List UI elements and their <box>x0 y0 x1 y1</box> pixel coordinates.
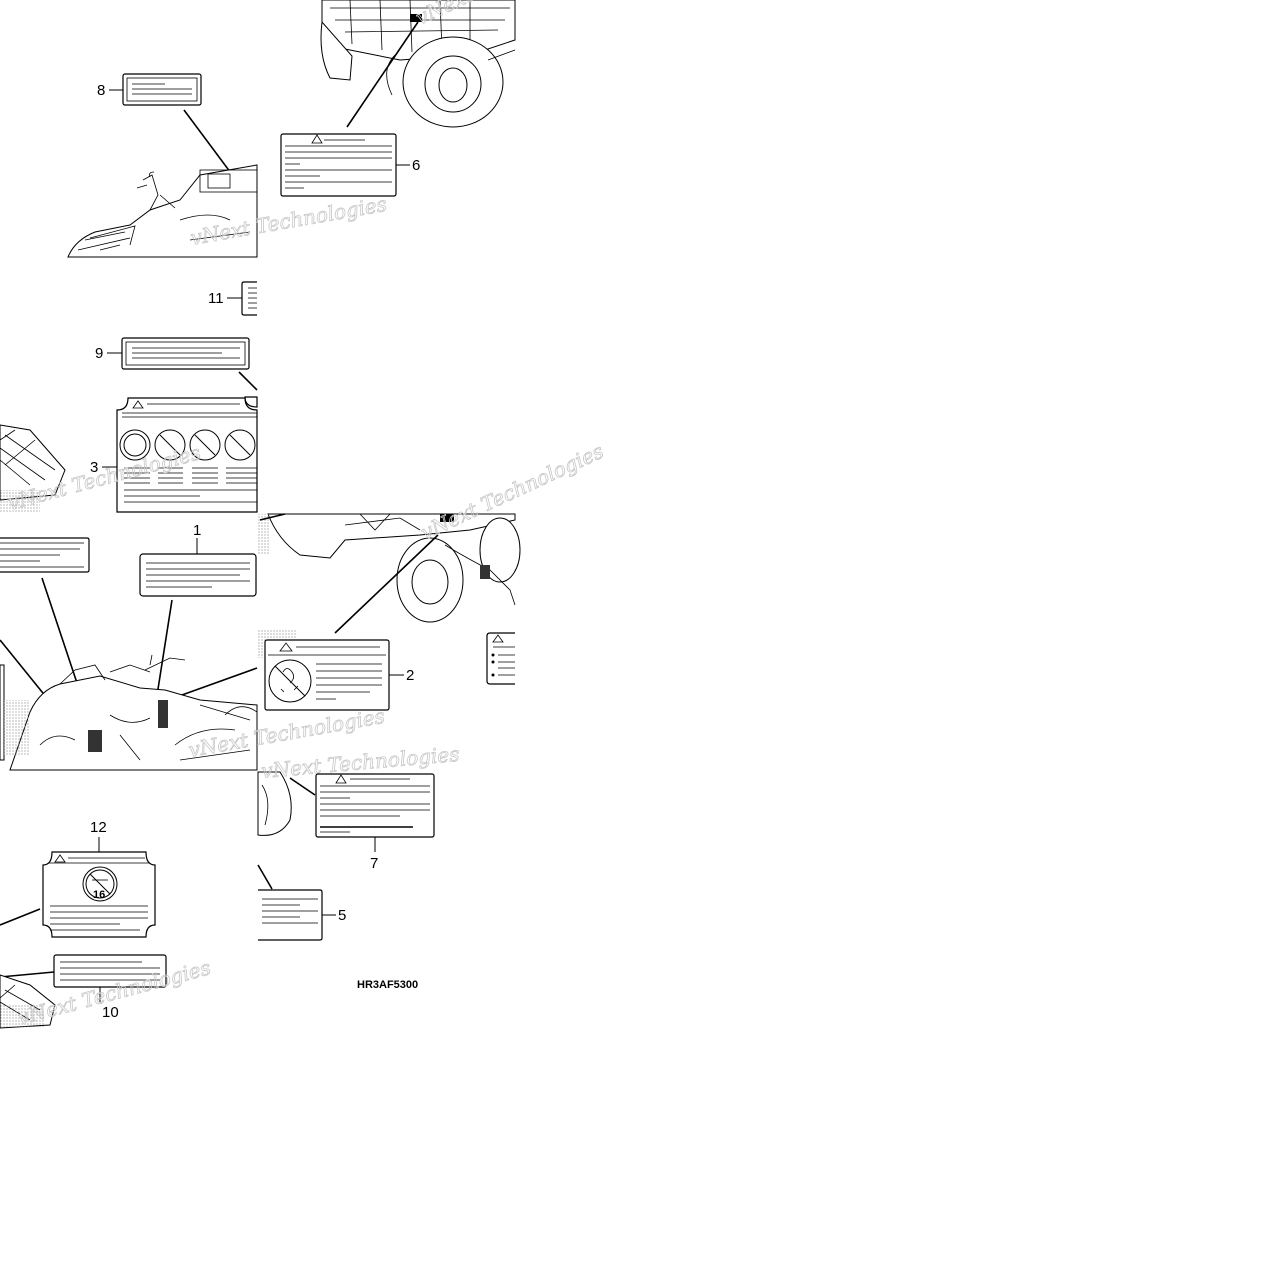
callout-11: 11 <box>208 290 224 307</box>
prohibition-icon <box>189 429 221 461</box>
tile-bottom-right: vNext Technologies 7 5 HR3AF5300 <box>257 741 461 991</box>
callout-8: 8 <box>97 82 105 99</box>
warning-label-6 <box>280 133 397 197</box>
warning-label-2 <box>264 639 390 711</box>
callout-1: 1 <box>193 522 201 539</box>
age-restriction-icon: 16 <box>82 866 118 902</box>
age-number: 16 <box>93 889 105 901</box>
warning-label-1 <box>139 553 257 597</box>
vehicle-wheel-illustration <box>257 771 292 836</box>
prohibition-icon <box>154 429 186 461</box>
warning-label-10 <box>53 954 167 988</box>
callout-5: 5 <box>338 907 346 924</box>
vehicle-corner-illustration <box>0 974 56 1029</box>
warning-label-12: 16 <box>42 851 156 938</box>
callout-6: 6 <box>412 157 420 174</box>
tile-vehicle-side: 1 vNext Technologies <box>0 522 387 771</box>
warning-label-11 <box>241 281 257 316</box>
part-code: HR3AF5300 <box>357 979 418 991</box>
callout-10: 10 <box>102 1004 119 1021</box>
callout-7: 7 <box>370 855 378 872</box>
warning-label-7 <box>315 773 435 838</box>
warning-label-4 <box>0 537 90 573</box>
tile-bottom-left: 12 16 10 vNext Technologies <box>0 819 214 1030</box>
warning-label-5 <box>258 889 323 941</box>
tile-rear-mid: 2 vNext Technologies <box>258 438 608 711</box>
warning-label-8 <box>122 73 202 106</box>
prohibition-icon <box>224 429 256 461</box>
vehicle-front-illustration <box>67 164 258 258</box>
callout-9: 9 <box>95 345 103 362</box>
warning-label-3 <box>116 396 258 513</box>
vehicle-side-illustration <box>0 654 258 771</box>
prohibition-icon <box>119 429 151 461</box>
callout-3: 3 <box>90 459 98 476</box>
vehicle-rear-lower-illustration <box>258 513 521 658</box>
vehicle-rear-illustration <box>320 0 516 128</box>
callout-12: 12 <box>90 819 107 836</box>
warning-label-9 <box>121 337 250 370</box>
tile-rear-top: 6 vNext Technologies <box>280 0 603 197</box>
vehicle-rack-illustration <box>0 424 66 512</box>
no-fire-icon <box>268 659 312 703</box>
warning-label-edge <box>486 632 515 685</box>
callout-2: 2 <box>406 667 414 684</box>
tile-middle-left: 11 9 3 <box>0 281 258 515</box>
